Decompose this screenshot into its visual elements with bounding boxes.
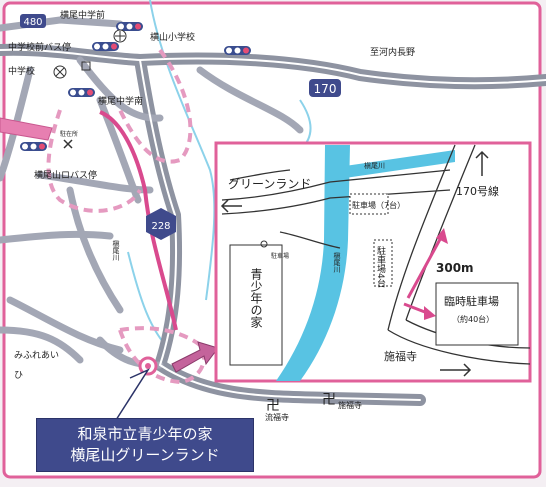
- route-228-label: 228: [151, 221, 170, 232]
- dashed-routes: [46, 48, 206, 385]
- traffic-signal-icon: [20, 142, 47, 151]
- callout-pointer: [115, 368, 150, 421]
- road-minor: [196, 66, 304, 134]
- school-icon-mark: [55, 67, 65, 77]
- label-green-land: グリーンランド: [228, 177, 311, 191]
- traffic-signal-icon: [92, 42, 119, 51]
- label-parking-small: 駐車場: [271, 252, 289, 260]
- label-sefukuji-small: 施福寺: [338, 400, 362, 410]
- road-minor: [36, 171, 154, 194]
- label-distance: 300m: [436, 261, 474, 275]
- inset-map: グリーンランド 槇尾川 槇尾川 駐車場（7台） 170号線 駐車場 駐車場4台 …: [214, 141, 532, 383]
- school-icon-mark: [115, 31, 125, 41]
- label-police-box: 駐在所: [60, 130, 78, 138]
- bus-stop-icon: [81, 61, 91, 71]
- label-youth-house: 青少年の家: [249, 268, 263, 328]
- label-temp-parking-count: （約40台）: [452, 314, 494, 324]
- arrow-to-map: [0, 117, 53, 141]
- dashed-route: [118, 326, 206, 385]
- label-makio-river-mid: 槇尾川: [333, 251, 341, 273]
- route-arrow-head: [424, 306, 436, 320]
- label-parking-4: 駐車場4台: [375, 245, 386, 289]
- label-yokooyama-bus: 横尾山ロバス停: [34, 169, 97, 181]
- dashed-route: [46, 109, 142, 213]
- road-minor: [0, 230, 114, 244]
- temple-icon: 卍: [266, 398, 280, 414]
- route-arrow-head: [436, 228, 448, 244]
- inset-river: [276, 145, 350, 381]
- label-chikawa-nagano: 至河内長野: [370, 46, 415, 58]
- traffic-signals: [20, 22, 251, 151]
- highlight-route: [99, 110, 178, 331]
- youth-house-building: [229, 244, 283, 366]
- traffic-signal-icon: [68, 88, 95, 97]
- arrow-to-route170: [475, 150, 489, 176]
- label-yokoo-jh: 横尾中学前: [60, 9, 105, 21]
- label-jh-bus-stop: 中学校前バス停: [8, 41, 71, 53]
- building-marker: [260, 240, 268, 248]
- road-minor: [0, 16, 124, 32]
- label-route-170: 170号線: [456, 184, 499, 198]
- parking-4-lot: [373, 239, 393, 287]
- arrow-to-greenland: [220, 199, 242, 213]
- label-ryufukuji: 流福寺: [265, 412, 289, 422]
- temp-parking-lot: [435, 282, 519, 346]
- label-jh: 中学校: [8, 65, 35, 77]
- label-yokoyama-es: 横山小学校: [150, 31, 195, 43]
- callout-line-1: 和泉市立青少年の家: [77, 425, 213, 443]
- road-minor: [0, 326, 84, 364]
- route-170-badge: 170: [309, 79, 341, 97]
- arrow-to-inset: [171, 341, 219, 373]
- label-yokoo-jh-south: 横尾中学南: [98, 95, 143, 107]
- label-makio-river-top: 槇尾川: [364, 161, 385, 170]
- traffic-signal-icon: [116, 22, 143, 31]
- label-temp-parking: 臨時駐車場: [444, 294, 499, 308]
- label-parking-7: 駐車場（7台）: [352, 200, 405, 210]
- route-480-label: 480: [23, 17, 42, 28]
- parking-7-lot: [349, 193, 389, 215]
- traffic-signal-icon: [224, 46, 251, 55]
- route-228-badge: 228: [146, 208, 176, 240]
- label-hi: ひ: [14, 370, 23, 381]
- police-box-icon: [63, 139, 73, 149]
- callout-line-2: 横尾山グリーンランド: [70, 446, 220, 464]
- destination-callout: 和泉市立青少年の家 横尾山グリーンランド: [36, 418, 254, 472]
- label-sefukuji: 施福寺: [384, 349, 417, 363]
- inset-roads: [221, 144, 531, 365]
- destination-marker-dot: [145, 363, 151, 369]
- route-170-label: 170: [314, 82, 337, 96]
- arrow-to-sefukuji: [440, 363, 472, 377]
- label-fureai: みふれあい: [14, 350, 59, 361]
- route-480-badge: 480: [20, 14, 46, 28]
- temple-icon: 卍: [322, 392, 336, 408]
- label-makio-river: 槇尾川: [112, 239, 120, 261]
- inset-river-branch: [345, 150, 455, 178]
